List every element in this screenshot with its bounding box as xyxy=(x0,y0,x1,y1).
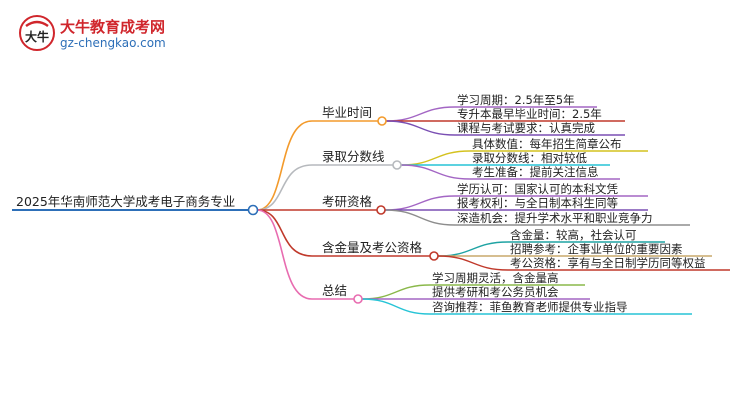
bull-logo-icon: 大牛 xyxy=(19,15,55,51)
branch-label: 考研资格 xyxy=(322,194,373,209)
leaf-label: 咨询推荐：菲鱼教育老师提供专业指导 xyxy=(432,300,628,314)
branch-node-icon[interactable] xyxy=(376,205,386,215)
leaf-label: 考公资格：享有与全日制学历同等权益 xyxy=(510,256,706,270)
branch-connector xyxy=(256,209,313,300)
leaf-label: 具体数值：每年招生简章公布 xyxy=(472,137,622,151)
leaf-label: 提供考研和考公务员机会 xyxy=(432,285,559,299)
logo-mark-text: 大牛 xyxy=(25,29,49,44)
branch-label: 毕业时间 xyxy=(322,105,372,120)
leaf-label: 深造机会：提升学术水平和职业竞争力 xyxy=(457,211,653,225)
branch-node-icon[interactable] xyxy=(353,294,363,304)
leaf-connector xyxy=(437,255,509,271)
branch-label: 录取分数线 xyxy=(322,149,385,164)
mindmap-nodes: 2025年华南师范大学成考电子商务专业 毕业时间 学习周期：2.5年至5年专升本最早… xyxy=(16,93,706,314)
leaf-label: 录取分数线：相对较低 xyxy=(472,151,587,165)
branch-connector xyxy=(256,120,313,211)
root-node-icon[interactable] xyxy=(247,204,259,216)
leaf-label: 含金量：较高，社会认可 xyxy=(510,228,637,242)
brand-url[interactable]: gz-chengkao.com xyxy=(60,36,166,50)
leaf-connector xyxy=(385,120,456,136)
branch-connector xyxy=(256,209,313,257)
leaf-label: 招聘参考：企事业单位的重要因素 xyxy=(510,242,683,256)
leaf-label: 报考权利：与全日制本科生同等 xyxy=(457,196,618,210)
leaf-connector xyxy=(385,106,456,122)
root-label: 2025年华南师范大学成考电子商务专业 xyxy=(16,194,235,209)
leaf-connector xyxy=(437,241,509,257)
leaf-connector xyxy=(400,164,471,180)
brand-name: 大牛教育成考网 xyxy=(60,18,166,36)
leaf-connector xyxy=(384,195,456,211)
leaf-connector xyxy=(361,298,431,315)
brand-logo[interactable]: 大牛 大牛教育成考网 gz-chengkao.com xyxy=(18,14,168,54)
branch-node-icon[interactable] xyxy=(377,116,387,126)
leaf-connector xyxy=(361,284,431,300)
leaf-label: 考生准备：提前关注信息 xyxy=(472,165,599,179)
mindmap-edges xyxy=(12,106,730,315)
branch-node-icon[interactable] xyxy=(429,251,439,261)
leaf-label: 课程与考试要求：认真完成 xyxy=(457,121,595,135)
leaf-connector xyxy=(400,150,471,166)
branch-node-icon[interactable] xyxy=(392,160,402,170)
branch-label: 总结 xyxy=(322,283,347,298)
leaf-label: 专升本最早毕业时间：2.5年 xyxy=(457,107,602,121)
branch-connector xyxy=(256,164,313,211)
leaf-label: 学习周期：2.5年至5年 xyxy=(457,93,575,107)
branch-label: 含金量及考公资格 xyxy=(322,240,423,255)
leaf-connector xyxy=(384,209,456,226)
leaf-label: 学历认可：国家认可的本科文凭 xyxy=(457,182,618,196)
leaf-label: 学习周期灵活，含金量高 xyxy=(432,271,559,285)
